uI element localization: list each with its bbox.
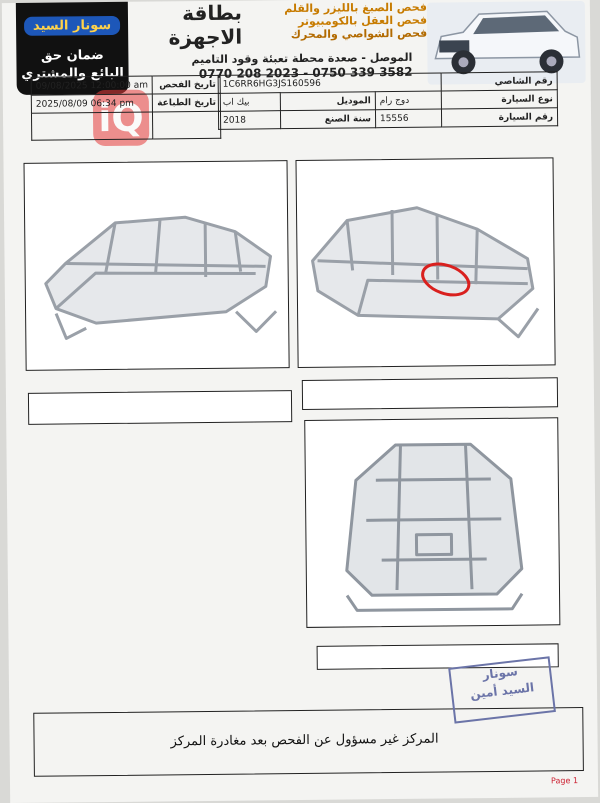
print-date-label: تاريخ الطباعة bbox=[152, 93, 221, 113]
company-stamp: سونار السيد أمين bbox=[448, 656, 556, 724]
suv-image bbox=[426, 0, 586, 85]
page-title: بطاقة الاجهزة bbox=[142, 1, 242, 50]
dates-table: 09/08/2025 12:00:00 am تاريخ الفحص 2025/… bbox=[31, 75, 222, 141]
car-frame-rear-view bbox=[304, 417, 561, 628]
model-value: بيك اب bbox=[218, 92, 280, 112]
car-frame-left-view bbox=[23, 160, 290, 371]
year-value: 2018 bbox=[218, 110, 281, 130]
page-number: Page 1 bbox=[550, 776, 579, 786]
car-number-label: رقم السيارة bbox=[441, 107, 558, 127]
address: الموصل - صعدة محطة تعبئة وقود التاميم bbox=[191, 50, 413, 67]
table-row: 2018 سنة الصنع 15556 رقم السيارة bbox=[218, 107, 558, 130]
car-type-label: نوع السيارة bbox=[441, 89, 558, 110]
slogan-3: فحص الشواصي والمحرك bbox=[290, 26, 428, 42]
print-date-value: 2025/08/09 06:34 pm bbox=[31, 94, 153, 114]
service-slogans: فحص الصبغ بالليزر والقلم فحص العقل بالكو… bbox=[252, 1, 427, 42]
table-row: 2025/08/09 06:34 pm تاريخ الطباعة bbox=[31, 93, 221, 114]
logo-brand: سونار السيد bbox=[23, 15, 121, 36]
notes-box-left bbox=[27, 390, 293, 425]
table-row: 09/08/2025 12:00:00 am تاريخ الفحص bbox=[31, 75, 221, 96]
inspection-date-label: تاريخ الفحص bbox=[152, 75, 221, 95]
year-label: سنة الصنع bbox=[279, 109, 376, 129]
page-title-line-1: بطاقة bbox=[182, 0, 243, 26]
damage-mark bbox=[421, 262, 471, 297]
vehicle-info-table: 1C6RR6HG3JS160596 رقم الشاصي بيك اب المو… bbox=[218, 71, 559, 130]
chassis-label: رقم الشاصي bbox=[441, 71, 558, 92]
page-title-line-2: الاجهزة bbox=[168, 24, 243, 50]
model-label: الموديل bbox=[279, 91, 376, 111]
car-type-value: دوج رام bbox=[375, 91, 442, 110]
chassis-value: 1C6RR6HG3JS160596 bbox=[218, 73, 442, 94]
notes-box-right bbox=[301, 377, 559, 410]
table-row bbox=[31, 111, 221, 141]
car-frame-right-view bbox=[295, 157, 556, 369]
inspection-date-value: 09/08/2025 12:00:00 am bbox=[31, 76, 153, 96]
logo-line-1: ضمان حق bbox=[40, 48, 104, 64]
car-number-value: 15556 bbox=[375, 109, 442, 128]
